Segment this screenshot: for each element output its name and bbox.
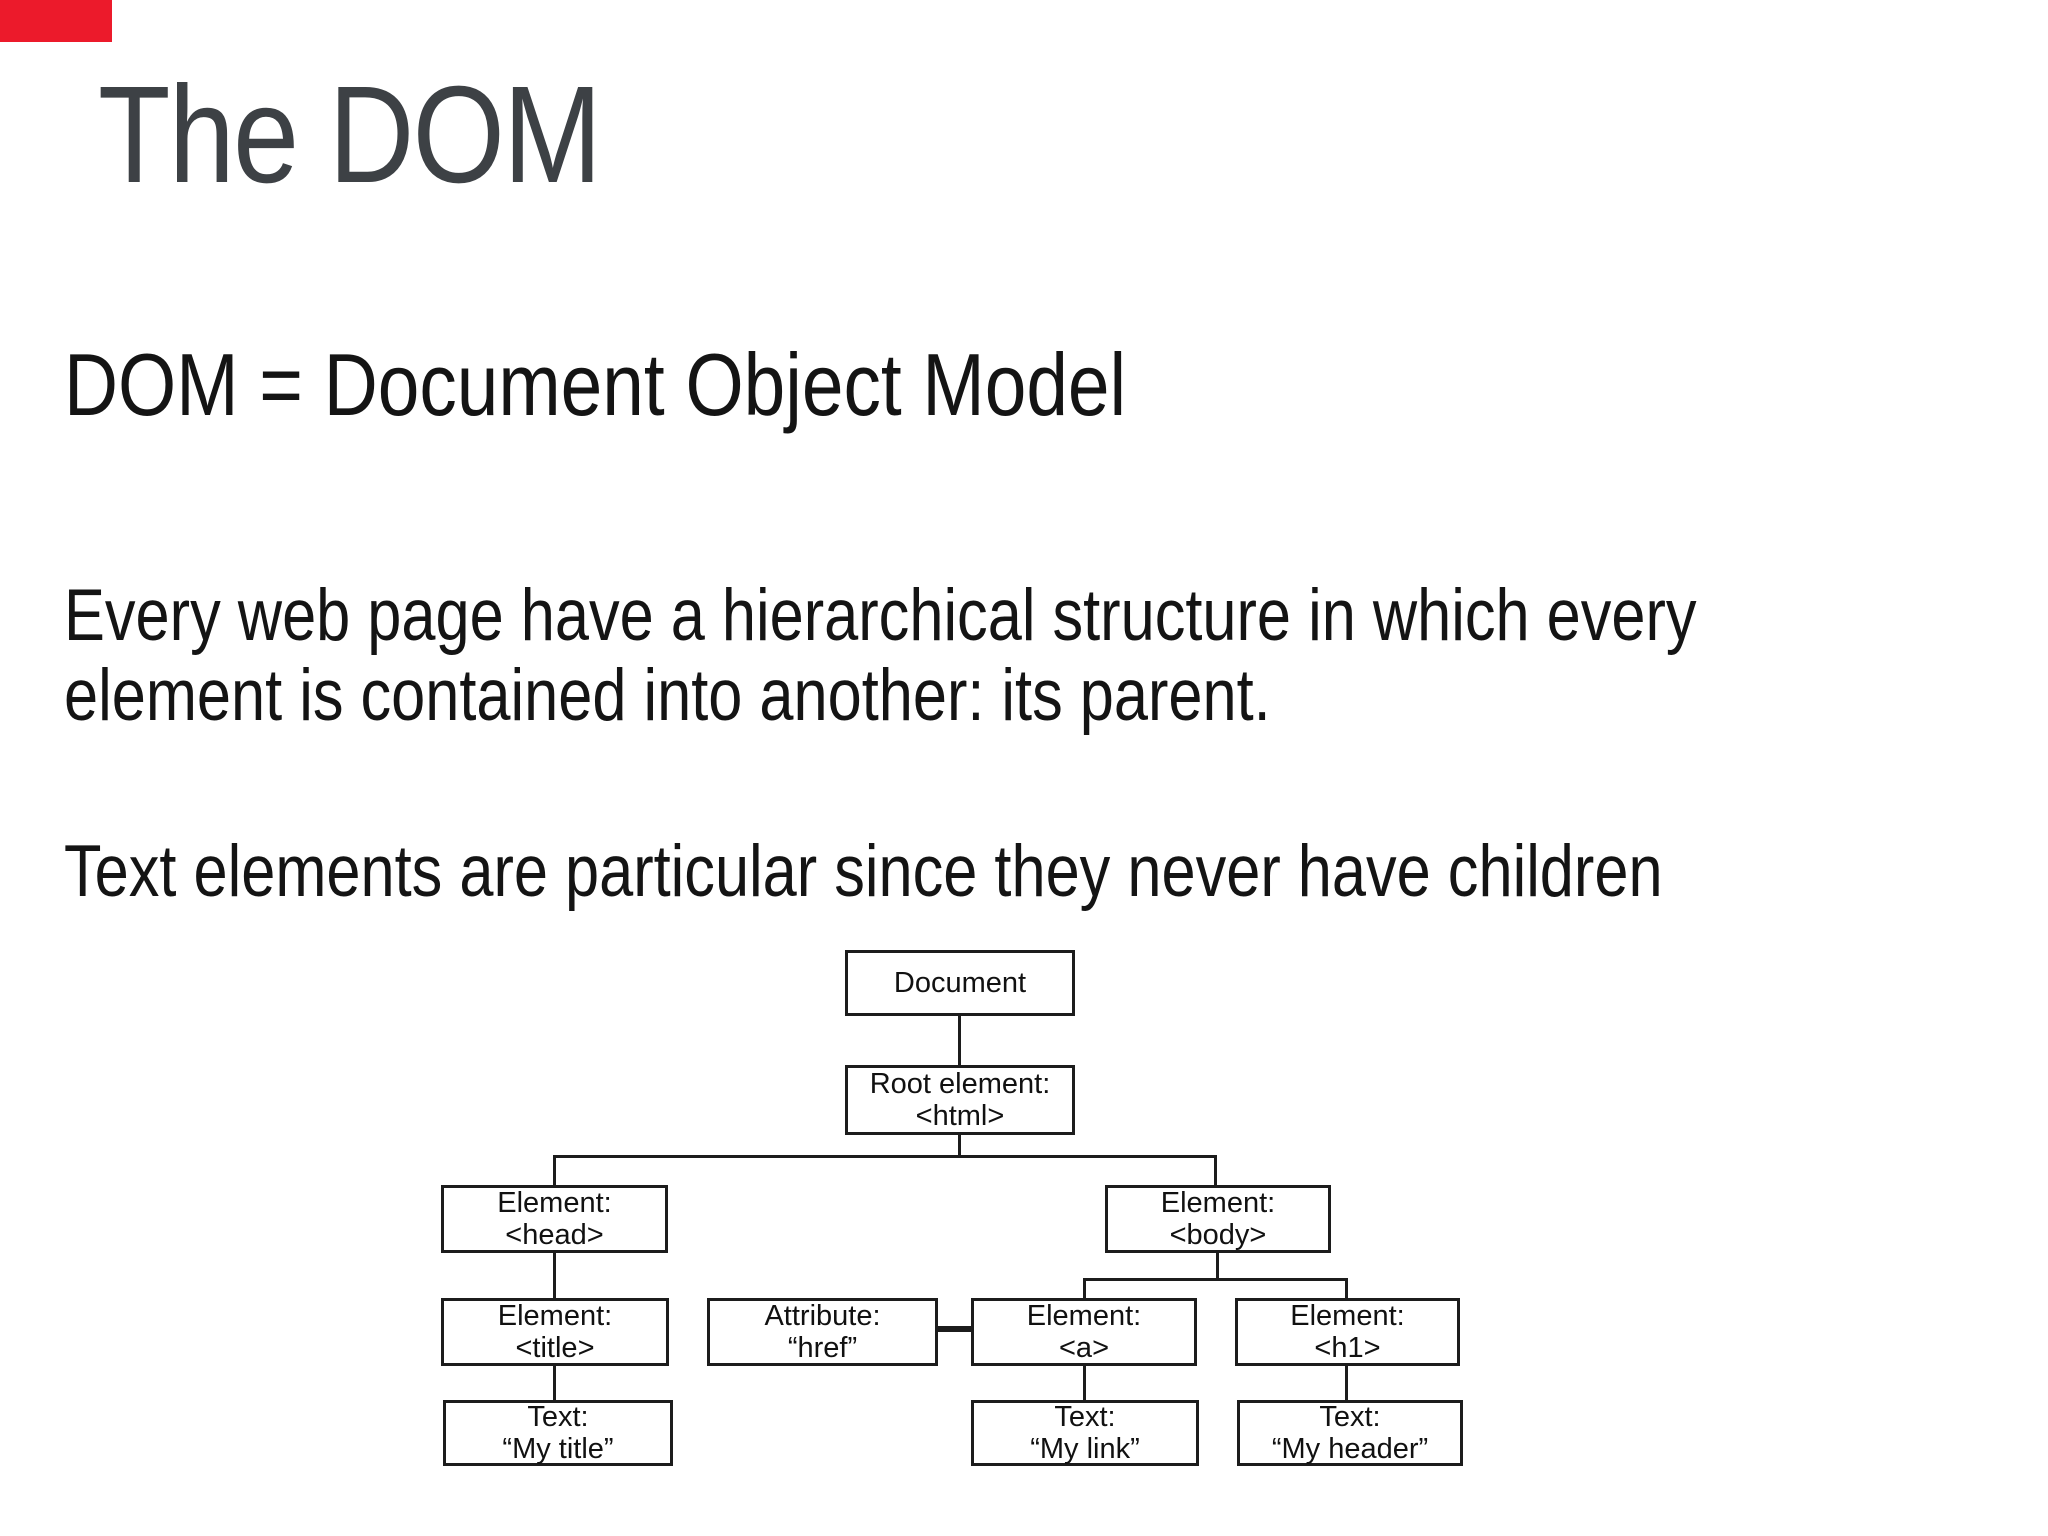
node-text-title-value: “My title” xyxy=(502,1433,614,1465)
node-text-link-label: Text: xyxy=(1054,1401,1116,1433)
node-text-link-value: “My link” xyxy=(1030,1433,1140,1465)
node-head-label: Element: xyxy=(497,1187,612,1219)
node-text-my-title: Text: “My title” xyxy=(443,1400,673,1466)
node-document: Document xyxy=(845,950,1075,1016)
connector-split-h1 xyxy=(1345,1278,1348,1298)
connector-a-text xyxy=(1083,1366,1086,1400)
node-text-title-label: Text: xyxy=(527,1401,589,1433)
node-text-header-value: “My header” xyxy=(1271,1433,1429,1465)
node-element-head: Element: <head> xyxy=(441,1185,668,1253)
paragraph-hierarchy-line2: element is contained into another: its p… xyxy=(64,655,1271,736)
node-element-a: Element: <a> xyxy=(971,1298,1197,1366)
node-element-title: Element: <title> xyxy=(441,1298,669,1366)
node-a-tag: <a> xyxy=(1059,1332,1109,1364)
paragraph-hierarchy-line1: Every web page have a hierarchical struc… xyxy=(64,575,1697,656)
node-text-my-header: Text: “My header” xyxy=(1237,1400,1463,1466)
paragraph-text-elements: Text elements are particular since they … xyxy=(64,831,1663,912)
node-title-label: Element: xyxy=(497,1300,613,1332)
page-title: The DOM xyxy=(98,58,602,212)
connector-split-body xyxy=(1214,1155,1217,1185)
connector-title-text xyxy=(553,1366,556,1400)
connector-root-split xyxy=(553,1155,1217,1158)
node-text-header-label: Text: xyxy=(1319,1401,1381,1433)
node-head-tag: <head> xyxy=(505,1219,604,1251)
connector-body-stem xyxy=(1216,1253,1219,1278)
node-text-my-link: Text: “My link” xyxy=(971,1400,1199,1466)
connector-document-root xyxy=(958,1016,961,1065)
node-title-tag: <title> xyxy=(515,1332,595,1364)
connector-head-title xyxy=(553,1253,556,1298)
node-body-label: Element: xyxy=(1160,1187,1276,1219)
node-attribute-href: Attribute: “href” xyxy=(707,1298,938,1366)
node-element-h1: Element: <h1> xyxy=(1235,1298,1460,1366)
node-root-label: Root element: xyxy=(869,1068,1051,1100)
node-h1-tag: <h1> xyxy=(1314,1332,1381,1364)
node-body-tag: <body> xyxy=(1169,1219,1267,1251)
connector-split-head xyxy=(553,1155,556,1185)
node-root-element: Root element: <html> xyxy=(845,1065,1075,1135)
node-a-label: Element: xyxy=(1026,1300,1142,1332)
connector-split-a xyxy=(1083,1278,1086,1298)
node-h1-label: Element: xyxy=(1290,1300,1405,1332)
node-element-body: Element: <body> xyxy=(1105,1185,1331,1253)
red-accent-bar xyxy=(0,0,112,42)
connector-body-split xyxy=(1083,1278,1348,1281)
connector-root-stem xyxy=(958,1135,961,1155)
connector-attr-a xyxy=(938,1326,971,1332)
connector-h1-text xyxy=(1345,1366,1348,1400)
node-attr-value: “href” xyxy=(787,1332,858,1364)
dom-definition-text: DOM = Document Object Model xyxy=(64,335,1127,434)
node-root-tag: <html> xyxy=(915,1100,1005,1132)
node-document-label: Document xyxy=(893,967,1027,999)
node-attr-label: Attribute: xyxy=(764,1300,881,1332)
